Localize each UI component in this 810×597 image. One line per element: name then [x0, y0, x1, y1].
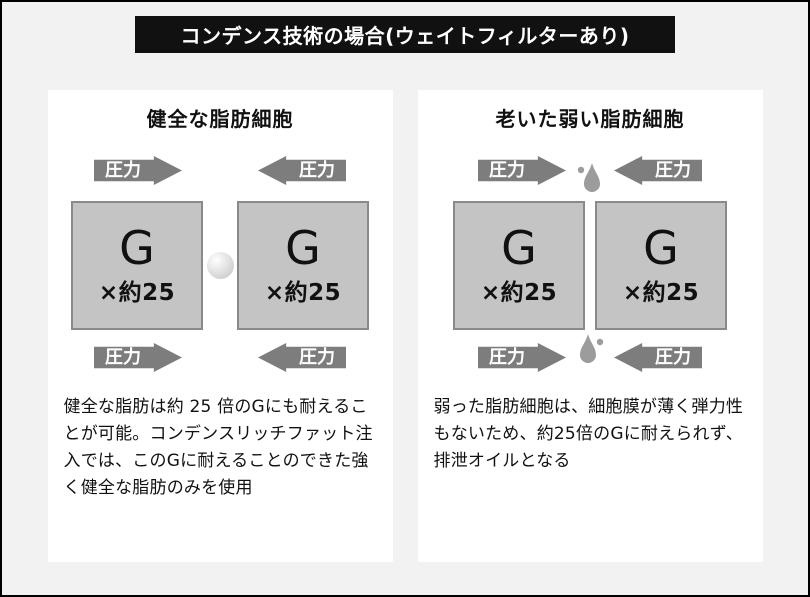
- pressure-arrow-right-icon: 圧力: [478, 156, 566, 185]
- pressure-arrow-right-icon: 圧力: [94, 156, 182, 185]
- fat-cell-box: G ×約25: [71, 201, 203, 330]
- pressure-label: 圧力: [655, 346, 691, 368]
- g-force-multiplier: ×約25: [480, 280, 558, 307]
- oil-droplet-icon: [580, 334, 604, 363]
- g-force-label: G: [285, 220, 321, 275]
- diagram-title: コンデンス技術の場合(ウェイトフィルターあり): [180, 24, 630, 48]
- healthy-bottom-arrow-row: 圧力 圧力: [48, 343, 393, 372]
- healthy-cell-boxes: G ×約25 G ×約25: [48, 201, 393, 330]
- pressure-label: 圧力: [489, 346, 525, 368]
- fat-cell-box: G ×約25: [453, 201, 585, 330]
- g-force-multiplier: ×約25: [98, 280, 176, 307]
- pressure-label: 圧力: [299, 159, 335, 181]
- fat-cell-box: G ×約25: [595, 201, 727, 330]
- oil-droplet-icon: [577, 163, 600, 192]
- g-force-multiplier: ×約25: [622, 280, 700, 307]
- g-force-multiplier: ×約25: [264, 280, 342, 307]
- pressure-arrow-right-icon: 圧力: [94, 343, 182, 372]
- healthy-top-arrow-row: 圧力 圧力: [48, 156, 393, 185]
- intact-cell-sphere-icon: [206, 252, 234, 279]
- healthy-fat-cell-panel: 健全な脂肪細胞 圧力 圧力 G ×約25 G ×約: [47, 90, 393, 562]
- weak-panel-title: 老いた弱い脂肪細胞: [495, 107, 685, 131]
- g-force-label: G: [501, 220, 537, 275]
- pressure-arrow-right-icon: 圧力: [478, 343, 566, 372]
- pressure-arrow-left-icon: 圧力: [258, 343, 346, 372]
- diagram-title-bar: コンデンス技術の場合(ウェイトフィルターあり): [135, 16, 675, 53]
- g-force-label: G: [643, 220, 679, 275]
- pressure-label: 圧力: [655, 159, 691, 181]
- weak-top-arrow-row: 圧力 圧力: [418, 156, 763, 185]
- pressure-arrow-left-icon: 圧力: [614, 343, 702, 372]
- weak-bottom-arrow-row: 圧力 圧力: [418, 343, 763, 372]
- weak-panel-description: 弱った脂肪細胞は、細胞膜が薄く弾力性もないため、約25倍のGに耐えられず、排泄オ…: [433, 397, 744, 471]
- pressure-arrow-left-icon: 圧力: [258, 156, 346, 185]
- pressure-label: 圧力: [299, 346, 335, 368]
- panels-container: 健全な脂肪細胞 圧力 圧力 G ×約25 G ×約: [2, 90, 808, 562]
- pressure-label: 圧力: [105, 346, 141, 368]
- weak-cell-boxes: G ×約25 G ×約25: [418, 163, 763, 363]
- weak-fat-cell-panel: 老いた弱い脂肪細胞 圧力 圧力 G ×約25: [417, 90, 763, 562]
- g-force-label: G: [119, 220, 155, 275]
- fat-cell-box: G ×約25: [237, 201, 369, 330]
- healthy-panel-title: 健全な脂肪細胞: [146, 107, 294, 131]
- cell-connector: [203, 252, 237, 279]
- pressure-label: 圧力: [105, 159, 141, 181]
- pressure-label: 圧力: [489, 159, 525, 181]
- pressure-arrow-left-icon: 圧力: [614, 156, 702, 185]
- healthy-panel-description: 健全な脂肪は約 25 倍のGにも耐えることが可能。コンデンスリッチファット注入で…: [63, 397, 373, 498]
